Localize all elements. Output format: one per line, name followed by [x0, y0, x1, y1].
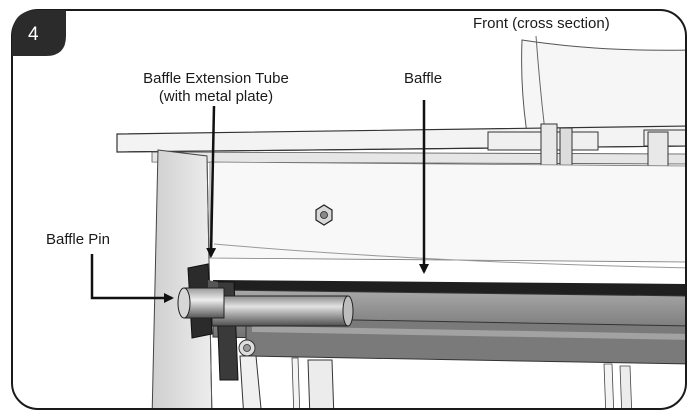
baffle-pin-label: Baffle Pin	[46, 231, 110, 248]
extension-tube-arrow	[206, 105, 217, 258]
baffle-pin	[177, 287, 354, 327]
hex-nut	[315, 204, 333, 226]
upper-panel	[521, 39, 686, 141]
diagram-frame	[11, 9, 687, 410]
view-label: Front (cross section)	[473, 15, 610, 32]
hinge-assembly	[487, 123, 686, 175]
baffle-label: Baffle	[404, 70, 442, 87]
extension-tube-label-line1: Baffle Extension Tube	[143, 70, 289, 87]
back-wall	[209, 161, 686, 263]
left-post	[151, 149, 213, 409]
extension-tube-label-line2: (with metal plate)	[159, 88, 273, 105]
baffle-pin-arrow	[90, 254, 174, 303]
step-badge: 4	[12, 10, 66, 56]
step-number: 4	[28, 24, 39, 45]
baffle-top-edge	[213, 280, 686, 296]
